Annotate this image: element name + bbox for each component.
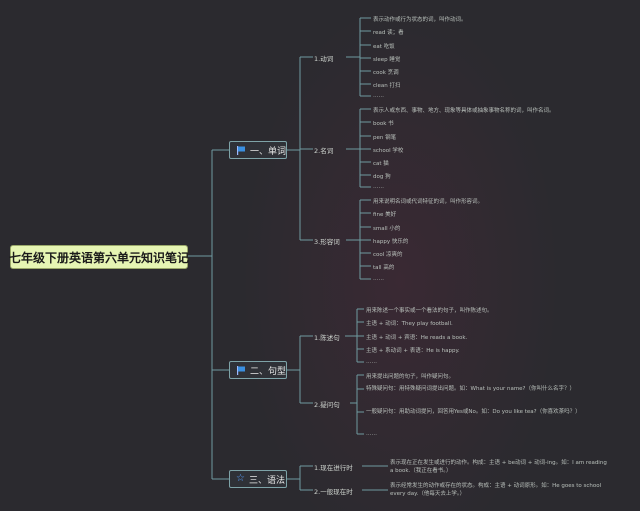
- leaf-item: 表示经常发生的动作或存在的状态。构成：主语 + 动词原形。如：He goes t…: [390, 483, 602, 497]
- section-label: 一、单词: [250, 146, 287, 157]
- group-nouns[interactable]: 2.名词: [314, 147, 334, 155]
- leaf-item: 一般疑问句：用助动词提问，回答用Yes或No。如：Do you like tea…: [366, 409, 581, 415]
- section-label: 二、句型: [250, 366, 287, 377]
- leaf-item: 用来说明名词或代词特征的词，叫作形容词。: [373, 199, 484, 205]
- group-questions[interactable]: 2.疑问句: [314, 401, 340, 409]
- group-statements[interactable]: 1.陈述句: [314, 334, 340, 342]
- group-present-continuous[interactable]: 1.现在进行时: [314, 464, 353, 472]
- leaf-item: 用来提出问题的句子，叫作疑问句。: [366, 374, 455, 380]
- leaf-item: fine 美好: [373, 212, 397, 218]
- group-adjectives[interactable]: 3.形容词: [314, 238, 340, 246]
- section-sentences[interactable]: 二、句型: [229, 361, 287, 379]
- leaf-item: cat 猫: [373, 161, 389, 167]
- leaf-item: 表示人或东西、事物、地方、现象等具体或抽象事物名称的词，叫作名词。: [373, 108, 555, 114]
- leaf-item: 特殊疑问句：用特殊疑问词提出问题。如：What is your name?（你叫…: [366, 386, 575, 392]
- group-simple-present[interactable]: 2.一般现在时: [314, 488, 353, 496]
- leaf-item: ……: [366, 431, 377, 437]
- section-words[interactable]: 一、单词: [229, 141, 287, 159]
- leaf-item: pen 钢笔: [373, 135, 397, 141]
- background-glow: [240, 0, 560, 511]
- leaf-item: 表示现在正在发生或进行的动作。构成：主语 + be动词 + 动词-ing。如：I…: [390, 460, 607, 474]
- leaf-item: dog 狗: [373, 174, 391, 180]
- root-title[interactable]: 七年级下册英语第六单元知识笔记: [9, 245, 189, 269]
- leaf-item: tall 高的: [373, 265, 395, 271]
- leaf-item: ……: [373, 93, 384, 99]
- leaf-item: 主语 + 动词 + 宾语：He reads a book.: [366, 335, 468, 341]
- flag-icon: [236, 365, 246, 375]
- leaf-item: happy 快乐的: [373, 239, 409, 245]
- leaf-item: cook 烹调: [373, 70, 399, 76]
- leaf-item: small 小的: [373, 226, 401, 232]
- leaf-item: ……: [366, 359, 377, 365]
- leaf-item: eat 吃饭: [373, 44, 395, 50]
- section-label: 三、语法: [248, 475, 285, 486]
- star-icon: ☆: [236, 473, 245, 484]
- leaf-item: 用来陈述一个事实或一个看法的句子，叫作陈述句。: [366, 308, 493, 314]
- leaf-item: sleep 睡觉: [373, 57, 401, 63]
- leaf-item: clean 打扫: [373, 83, 401, 89]
- leaf-item: ……: [373, 184, 384, 190]
- leaf-item: school 学校: [373, 148, 404, 154]
- group-verbs[interactable]: 1.动词: [314, 55, 334, 63]
- leaf-item: read 读；看: [373, 30, 404, 36]
- leaf-item: 主语 + 动词：They play football.: [366, 321, 453, 327]
- leaf-item: book 书: [373, 121, 394, 127]
- leaf-item: cool 凉爽的: [373, 252, 403, 258]
- leaf-item: 表示动作或行为状态的词，叫作动词。: [373, 17, 467, 23]
- leaf-item: 主语 + 系动词 + 表语：He is happy.: [366, 348, 460, 354]
- leaf-item: ……: [373, 276, 384, 282]
- flag-icon: [236, 145, 246, 155]
- section-grammar[interactable]: ☆ 三、语法: [229, 470, 287, 488]
